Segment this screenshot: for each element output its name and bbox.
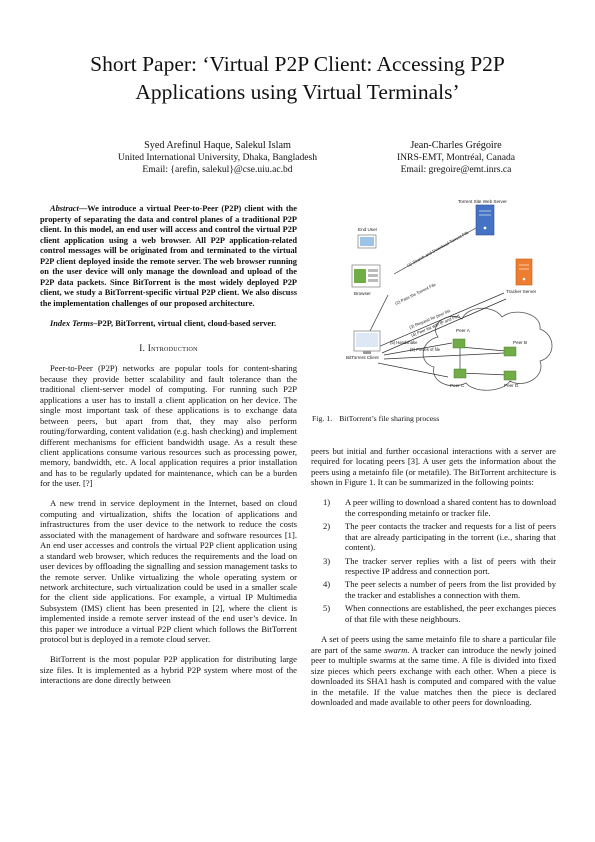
paragraph: Peer-to-Peer (P2P) networks are popular …	[40, 363, 297, 489]
author-email: Email: {arefin, salekul}@cse.uiu.ac.bd	[142, 164, 293, 176]
label-browser: Browser	[354, 291, 371, 296]
peer-c-icon	[453, 368, 467, 379]
page-title: Short Paper: ‘Virtual P2P Client: Access…	[90, 52, 505, 104]
label-torrent-site: Torrent Site Web Server	[458, 199, 507, 204]
arrows	[367, 227, 509, 378]
label-peer-d: Peer D	[504, 383, 519, 388]
label-peer-b: Peer B	[513, 340, 527, 345]
paragraph: A set of peers using the same metainfo f…	[311, 634, 556, 707]
arrow-line-5	[383, 342, 453, 356]
list-item-number: 2)	[323, 521, 331, 532]
list-item: 4) The peer selects a number of peers fro…	[311, 579, 556, 600]
index-terms-label: Index Terms	[50, 318, 94, 328]
list-item-text: The peer contacts the tracker and reques…	[345, 521, 556, 553]
arrow-line-7	[377, 362, 449, 378]
label-peer-a: Peer A	[456, 328, 471, 333]
abstract: Abstract—We introduce a virtual Peer-to-…	[40, 204, 297, 309]
list-item-text: The peer selects a number of peers from …	[345, 579, 556, 600]
paragraph-text: A tracker can introduce the newly joined…	[311, 644, 556, 708]
list-item-number: 3)	[323, 555, 331, 566]
web-server-icon	[475, 204, 495, 236]
tracker-server-icon	[515, 258, 533, 286]
author-email: Email: gregoire@emt.inrs.ca	[400, 164, 512, 176]
author-affiliation: United International University, Dhaka, …	[117, 152, 318, 164]
label-peer-c: Peer C	[450, 383, 465, 388]
label-client: BitTorrent Client	[346, 355, 379, 360]
label-arrow-1: (1) Search and Download Torrent File	[406, 229, 470, 267]
index-terms: Index Terms–P2P, BitTorrent, virtual cli…	[40, 319, 297, 329]
right-column: peers but initial and further occasional…	[311, 446, 556, 717]
list-item: 2) The peer contacts the tracker and requ…	[311, 521, 556, 552]
figure-bittorrent-process: Torrent Site Web Server End User Browser…	[310, 195, 560, 410]
steps-list: 1) A peer willing to download a shared co…	[311, 497, 556, 624]
peer-link	[459, 346, 507, 352]
list-item-text: The tracker server replies with a list o…	[345, 555, 556, 577]
figure-diagram: Torrent Site Web Server End User Browser…	[346, 199, 553, 391]
client-icon	[353, 330, 381, 354]
figure-caption-label: Fig. 1.	[312, 414, 333, 423]
figure-caption: Fig. 1. BitTorrent’s file sharing proces…	[312, 414, 439, 423]
label-arrow-6: (6) Pieces of file	[410, 347, 441, 352]
author-affiliation: INRS-EMT, Montréal, Canada	[396, 152, 516, 164]
paragraph-text: A set of peers using the same metainfo f…	[311, 634, 556, 655]
list-item-number: 4)	[323, 579, 331, 590]
paragraph: A new trend in service deployment in the…	[40, 498, 297, 645]
list-item-text: When connections are established, the pe…	[345, 603, 556, 624]
label-end-user: End User	[358, 227, 378, 232]
section-heading: I. Introduction	[139, 342, 198, 353]
list-item-number: 1)	[323, 497, 331, 508]
figure-caption-text: BitTorrent’s file sharing process	[339, 414, 440, 423]
browser-icon	[351, 264, 381, 288]
label-arrow-5: (5) Handshake	[390, 340, 418, 345]
label-tracker: Tracker Server	[506, 289, 537, 294]
author-block-left: Syed Arefinul Haque, Salekul Islam Unite…	[90, 140, 345, 177]
abstract-text: —We introduce a virtual Peer-to-Peer (P2…	[40, 204, 297, 308]
label-arrow-2: (2) Pass the Torrent File	[394, 282, 437, 306]
end-user-icon	[357, 234, 377, 249]
author-names: Syed Arefinul Haque, Salekul Islam	[144, 140, 291, 151]
author-names: Jean-Charles Grégoire	[410, 140, 502, 151]
emphasis-swarm: swarm.	[384, 644, 410, 655]
peer-b-icon	[503, 346, 517, 357]
arrow-line-1	[393, 227, 477, 275]
paragraph: BitTorrent is the most popular P2P appli…	[40, 654, 297, 686]
arrow-line-2	[367, 294, 389, 336]
list-item: 3) The tracker server replies with a list…	[311, 556, 556, 577]
author-block-right: Jean-Charles Grégoire INRS-EMT, Montréal…	[318, 140, 594, 177]
arrow-line-4	[381, 298, 507, 354]
index-terms-text: –P2P, BitTorrent, virtual client, cloud-…	[93, 318, 277, 328]
list-item-text: A peer willing to download a shared cont…	[345, 497, 556, 518]
abstract-label: Abstract	[50, 204, 79, 213]
left-column: Abstract—We introduce a virtual Peer-to-…	[40, 204, 297, 695]
list-item: 1) A peer willing to download a shared co…	[311, 497, 556, 518]
arrow-line-3	[377, 292, 505, 348]
peer-link	[459, 372, 509, 376]
list-item-number: 5)	[323, 603, 331, 614]
list-item: 5) When connections are established, the …	[311, 603, 556, 624]
paragraph: peers but initial and further occasional…	[311, 446, 556, 488]
peer-a-icon	[452, 338, 466, 349]
arrow-line-6	[383, 352, 505, 360]
peer-d-icon	[503, 370, 517, 381]
